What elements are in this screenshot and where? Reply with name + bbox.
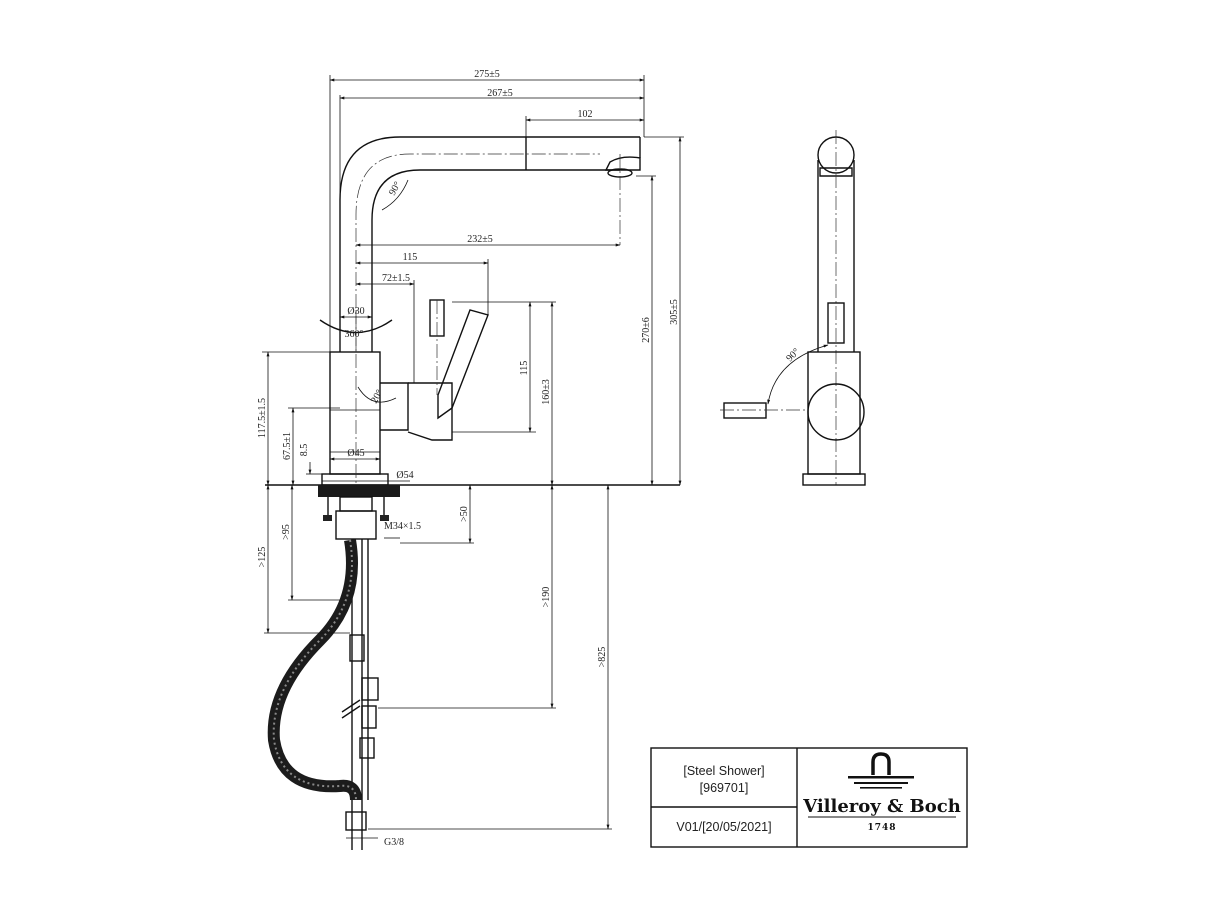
side-rosette (802, 473, 866, 486)
dim-min-depth-825: >825 (597, 647, 608, 668)
title-block: [Steel Shower] [969701] V01/[20/05/2021]… (650, 747, 968, 848)
supply-fitting-1 (349, 634, 365, 662)
side-lever-angle: 90° (784, 346, 802, 364)
connection-nut (345, 811, 367, 831)
product-name: [Steel Shower] (683, 764, 764, 778)
dim-lever-arc-height: 115 (519, 361, 530, 376)
dim-base-height: 67.5±1 (282, 432, 293, 460)
dim-overall-reach: 275±5 (474, 69, 500, 80)
dim-body-diameter: Ø45 (347, 448, 364, 459)
side-body (807, 351, 861, 475)
swivel-arc (319, 319, 393, 334)
dim-pullout-head: 102 (578, 109, 593, 120)
pullout-hose (267, 539, 362, 801)
dim-spout-diameter: Ø30 (347, 306, 364, 317)
dim-thread: M34×1.5 (384, 521, 421, 532)
dim-lever-angle: 20° (369, 388, 386, 406)
handle-housing (380, 382, 409, 431)
dim-rosette-diameter: Ø54 (396, 470, 413, 481)
version-date: V01/[20/05/2021] (676, 820, 771, 834)
dim-outlet-height: 270±6 (641, 317, 652, 343)
side-lever (723, 402, 767, 419)
dim-total-height: 305±5 (669, 299, 680, 325)
dim-connection: G3/8 (384, 837, 404, 848)
mounting-plate (318, 485, 400, 497)
spout-inner (371, 169, 620, 352)
dim-lever-reach: 115 (403, 252, 418, 263)
dim-body-height: 117.5±1.5 (257, 398, 268, 438)
side-view: 90° (720, 130, 866, 486)
spray-head (604, 156, 641, 171)
supply-fitting-2 (361, 677, 379, 701)
front-view: 275±5 267±5 102 90° 232±5 115 72±1.5 Ø30… (257, 69, 684, 850)
dim-handle-offset: 72±1.5 (382, 273, 410, 284)
dim-min-depth-95: >95 (281, 524, 292, 540)
dim-spout-bend-angle: 90° (387, 180, 404, 198)
brand-year: 1748 (867, 823, 896, 833)
dim-rosette-height: 8.5 (299, 444, 310, 457)
dim-swivel: 360° (345, 329, 364, 340)
side-lever-upright (827, 302, 845, 344)
rosette (321, 473, 389, 486)
side-handle-circle (807, 383, 865, 441)
dim-lever-top-height: 160±3 (541, 379, 552, 405)
mounting-nut (335, 510, 377, 540)
dim-min-depth-190: >190 (541, 587, 552, 608)
lever (437, 309, 489, 420)
villeroy-boch-logo-emblem (848, 752, 914, 789)
brand-name: Villeroy & Boch (802, 796, 961, 817)
dim-min-depth-125: >125 (257, 547, 268, 568)
dim-spout-reach: 267±5 (487, 88, 513, 99)
dim-spout-to-outlet: 232±5 (467, 234, 493, 245)
dim-min-clearance-50: >50 (459, 506, 470, 522)
article-number: [969701] (700, 781, 749, 795)
